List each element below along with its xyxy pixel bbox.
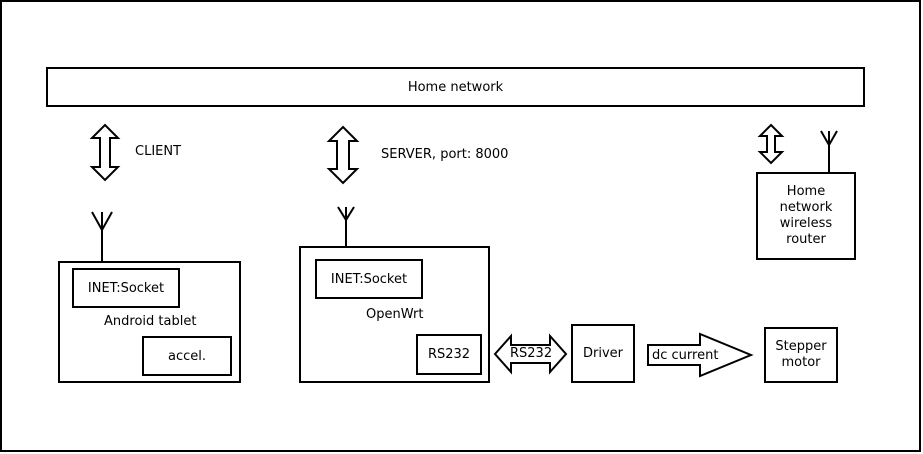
router-label-line-1: Home bbox=[786, 184, 826, 199]
dc-current-arrow bbox=[647, 332, 754, 378]
driver-box: Driver bbox=[571, 324, 635, 383]
rs232-port-label: RS232 bbox=[427, 347, 471, 362]
android-antenna bbox=[91, 211, 113, 262]
router-label-line-4: router bbox=[786, 232, 826, 247]
stepper-label: Stepper motor bbox=[775, 339, 826, 371]
stepper-label-line-1: Stepper bbox=[775, 339, 827, 354]
rs232-port-box: RS232 bbox=[416, 334, 482, 375]
server-link-arrow bbox=[326, 125, 360, 185]
accel-label: accel. bbox=[167, 348, 206, 364]
openwrt-antenna bbox=[337, 206, 355, 247]
openwrt-socket-label: INET:Socket bbox=[330, 271, 408, 287]
driver-label: Driver bbox=[582, 346, 623, 361]
rs232-link-label: RS232 bbox=[510, 346, 553, 361]
client-label: CLIENT bbox=[135, 144, 182, 159]
dc-current-label: dc current bbox=[652, 348, 719, 363]
android-socket-box: INET:Socket bbox=[72, 268, 180, 308]
wireless-router-box: Home network wireless router bbox=[756, 172, 856, 260]
stepper-label-line-2: motor bbox=[781, 355, 821, 370]
rs232-link-arrow bbox=[493, 333, 568, 375]
home-network-label: Home network bbox=[407, 79, 504, 95]
openwrt-label: OpenWrt bbox=[366, 307, 424, 322]
openwrt-socket-box: INET:Socket bbox=[315, 259, 423, 299]
router-label: Home network wireless router bbox=[780, 184, 833, 248]
stepper-motor-box: Stepper motor bbox=[764, 327, 838, 383]
router-antenna bbox=[820, 130, 838, 173]
router-label-line-2: network bbox=[779, 200, 833, 215]
server-label: SERVER, port: 8000 bbox=[381, 147, 509, 162]
router-link-arrow bbox=[757, 123, 785, 165]
android-tablet-label: Android tablet bbox=[104, 314, 197, 329]
home-network-bar: Home network bbox=[46, 67, 865, 107]
accel-box: accel. bbox=[142, 336, 232, 376]
android-socket-label: INET:Socket bbox=[87, 280, 165, 296]
client-link-arrow bbox=[89, 123, 121, 182]
router-label-line-3: wireless bbox=[779, 216, 833, 231]
